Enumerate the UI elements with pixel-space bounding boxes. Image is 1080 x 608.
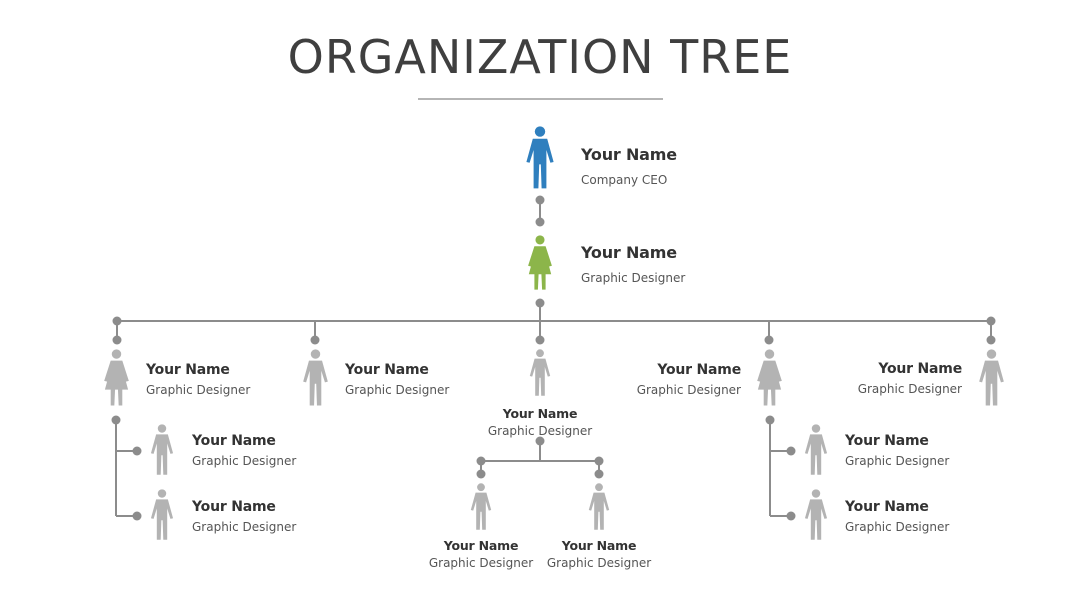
male-person-icon <box>469 483 493 531</box>
female-person-icon <box>526 235 554 291</box>
node-role: Graphic Designer <box>581 271 686 285</box>
female-person-icon <box>102 349 131 407</box>
node-role: Company CEO <box>581 173 668 187</box>
male-person-icon <box>149 424 175 476</box>
male-person-icon <box>803 424 829 476</box>
node-role: Graphic Designer <box>487 424 593 438</box>
node-name: Your Name <box>581 243 677 262</box>
node-name: Your Name <box>845 499 929 515</box>
node-role: Graphic Designer <box>345 383 450 397</box>
node-name: Your Name <box>845 433 929 449</box>
male-person-icon <box>803 489 829 541</box>
node-role: Graphic Designer <box>192 454 297 468</box>
male-person-icon <box>149 489 175 541</box>
node-role: Graphic Designer <box>546 556 652 570</box>
male-person-icon <box>528 349 552 397</box>
node-name: Your Name <box>146 362 230 378</box>
page-title: ORGANIZATION TREE <box>287 30 793 84</box>
node-name: Your Name <box>878 361 962 377</box>
node-name: Your Name <box>345 362 429 378</box>
org-node-col2: Your Name Graphic Designer <box>345 362 449 397</box>
org-node-col4-sub1: Your Name Graphic Designer <box>845 433 949 468</box>
node-name: Your Name <box>192 433 276 449</box>
node-role: Graphic Designer <box>146 383 251 397</box>
org-node-col1-sub2: Your Name Graphic Designer <box>192 499 296 534</box>
org-node-ceo: Your Name Company CEO <box>581 145 677 187</box>
male-person-icon <box>301 349 330 407</box>
org-node-col3: Your Name Graphic Designer <box>480 406 600 438</box>
male-person-icon <box>524 126 556 190</box>
node-role: Graphic Designer <box>845 454 950 468</box>
node-name: Your Name <box>581 145 677 164</box>
node-role: Graphic Designer <box>845 520 950 534</box>
org-node-col3-sub1: Your Name Graphic Designer <box>421 538 541 570</box>
node-role: Graphic Designer <box>428 556 534 570</box>
org-node-col1: Your Name Graphic Designer <box>146 362 250 397</box>
node-name: Your Name <box>657 362 741 378</box>
org-node-col4: Your Name Graphic Designer <box>600 362 742 397</box>
org-node-col1-sub1: Your Name Graphic Designer <box>192 433 296 468</box>
org-node-col4-sub2: Your Name Graphic Designer <box>845 499 949 534</box>
node-role: Graphic Designer <box>857 382 962 396</box>
node-name: Your Name <box>443 538 519 553</box>
node-name: Your Name <box>561 538 637 553</box>
male-person-icon <box>977 349 1006 407</box>
org-node-col3-sub2: Your Name Graphic Designer <box>539 538 659 570</box>
org-node-manager: Your Name Graphic Designer <box>581 243 685 285</box>
node-role: Graphic Designer <box>192 520 297 534</box>
node-name: Your Name <box>502 406 578 421</box>
org-node-col5: Your Name Graphic Designer <box>820 361 963 396</box>
title-underline <box>418 98 663 100</box>
female-person-icon <box>755 349 784 407</box>
male-person-icon <box>587 483 611 531</box>
node-role: Graphic Designer <box>636 383 741 397</box>
node-name: Your Name <box>192 499 276 515</box>
